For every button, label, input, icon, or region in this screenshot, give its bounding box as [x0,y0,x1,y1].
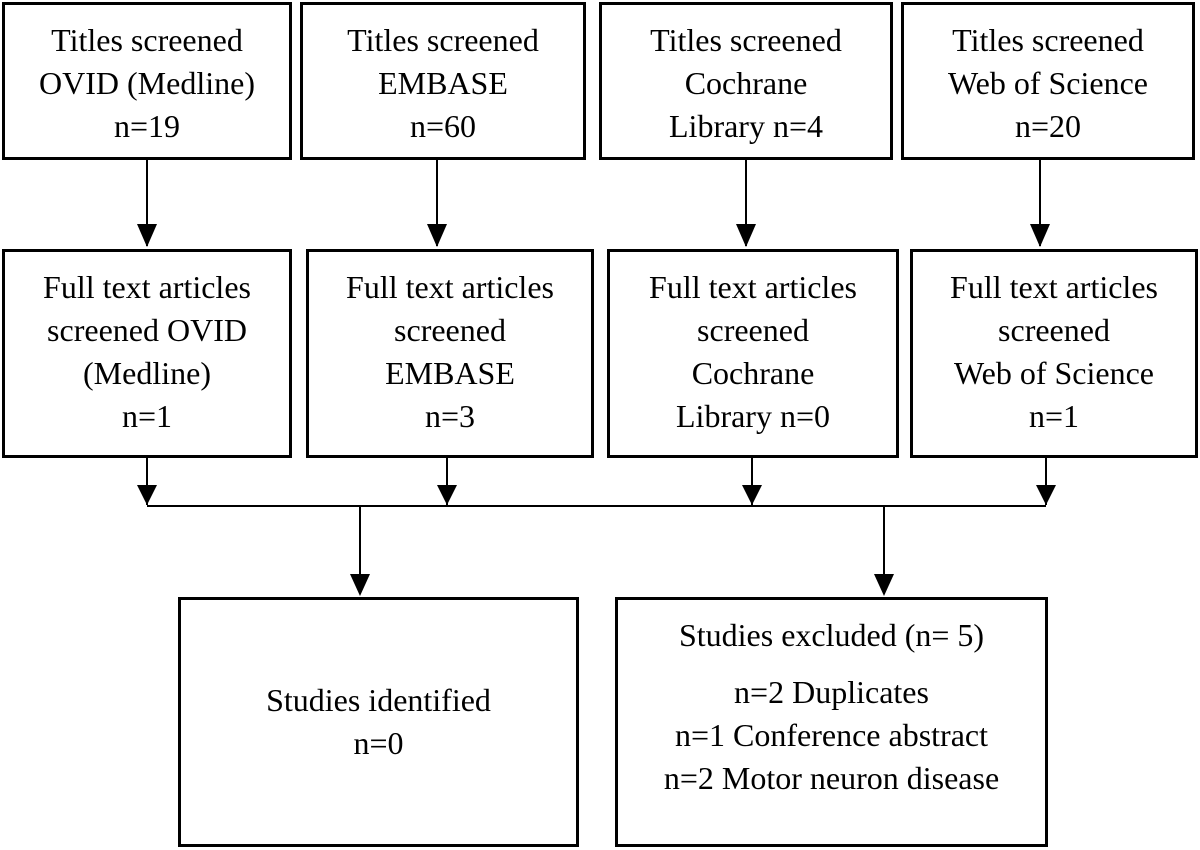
fulltext-ovid-box: Full text articles screened OVID (Medlin… [2,249,292,458]
box-line: OVID (Medline) [39,65,255,101]
arrowhead [874,574,894,596]
box-line: Cochrane [684,65,808,101]
box-line: screened [697,312,809,348]
arrowhead [437,485,457,505]
box-line: Library n=4 [669,108,823,144]
excluded-heading: Studies excluded (n= 5) [678,617,985,653]
box-line: n=0 [353,725,404,761]
fulltext-embase-box: Full text articles screened EMBASE n=3 [306,249,594,458]
exclusion-reason: n=2 Duplicates [734,674,929,710]
titles-screened-embase-box: Titles screened EMBASE n=60 [300,2,586,160]
box-line: n=20 [1014,108,1082,144]
box-line: Full text articles [43,269,251,305]
box-line: Titles screened [51,22,243,58]
box-line: Library n=0 [676,398,830,434]
box-line: screened OVID [47,312,247,348]
box-line: n=1 [1028,398,1080,434]
exclusion-reason: n=2 Motor neuron disease [663,760,1000,796]
box-line: n=1 [121,398,173,434]
titles-screened-cochrane-box: Titles screened Cochrane Library n=4 [599,2,893,160]
arrowhead [1036,485,1056,505]
box-line: Titles screened [952,22,1144,58]
box-line: Full text articles [346,269,554,305]
exclusion-reason: n=1 Conference abstract [674,717,988,753]
box-line: Web of Science [948,65,1148,101]
box-line: (Medline) [83,355,211,391]
box-line: screened [394,312,506,348]
arrowhead [742,485,762,505]
box-line: Titles screened [650,22,842,58]
box-line: screened [998,312,1110,348]
titles-screened-ovid-box: Titles screened OVID (Medline) n=19 [2,2,292,160]
box-line: Cochrane [691,355,815,391]
box-line: Titles screened [347,22,539,58]
arrowhead [427,224,447,247]
titles-screened-wos-box: Titles screened Web of Science n=20 [901,2,1195,160]
studies-excluded-box: Studies excluded (n= 5) n=2 Duplicates n… [615,597,1048,847]
box-line: n=60 [409,108,477,144]
box-line: Studies identified [266,682,491,718]
studies-identified-box: Studies identified n=0 [178,597,579,847]
box-line: n=19 [113,108,181,144]
box-line: Web of Science [954,355,1154,391]
box-line: Full text articles [649,269,857,305]
arrowhead [137,485,157,505]
box-line: EMBASE [385,355,515,391]
arrowhead [350,574,370,596]
box-line: n=3 [424,398,476,434]
box-line: EMBASE [378,65,508,101]
fulltext-cochrane-box: Full text articles screened Cochrane Lib… [607,249,899,458]
fulltext-wos-box: Full text articles screened Web of Scien… [910,249,1198,458]
arrowhead [137,224,157,247]
arrowhead [1030,224,1050,247]
arrowhead [736,224,756,247]
box-line: Full text articles [950,269,1158,305]
